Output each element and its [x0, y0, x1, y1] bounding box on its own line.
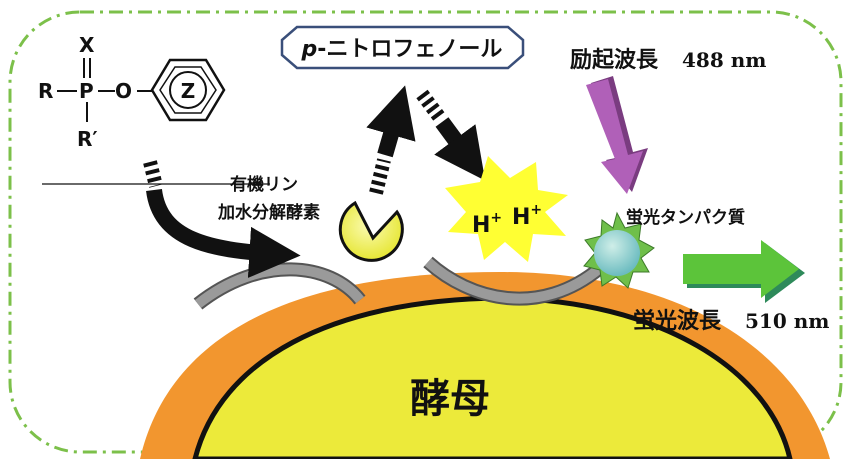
substrate-arrow [146, 188, 301, 278]
proton-arrow-dashes [416, 89, 446, 123]
frame-border [8, 10, 843, 454]
svg-text:p-ニトロフェノール: p-ニトロフェノール [301, 37, 503, 62]
fluorescent-protein [583, 211, 655, 289]
svg-text:蛍光波長: 蛍光波長 [633, 308, 722, 334]
svg-text:励起波長: 励起波長 [570, 48, 659, 73]
organophosphate-structure: X R P O R′ Z [38, 33, 226, 151]
anchor-curve-right-inner [424, 258, 604, 304]
enzyme-shape [338, 200, 404, 262]
atom-r-prime: R′ [77, 127, 98, 151]
product-arrow [366, 85, 416, 158]
atom-x: X [79, 33, 95, 57]
svg-text:H+: H+ [512, 202, 542, 230]
atom-o: O [115, 79, 132, 103]
proton-charge-2: + [530, 202, 542, 218]
ring-substituent: Z [181, 79, 196, 103]
excitation-label: 励起波長 [570, 48, 659, 73]
emission-value: 510 nm [745, 309, 829, 333]
product-box: p-ニトロフェノール [280, 25, 525, 70]
enzyme-label-line2: 加水分解酵素 [217, 202, 320, 223]
proton-h1: H [472, 213, 490, 238]
emission-arrow [683, 240, 799, 298]
atom-p: P [79, 79, 94, 103]
proton-h2: H [512, 205, 530, 230]
yeast-label: 酵母 [410, 376, 490, 422]
proton-burst [445, 156, 568, 262]
enzyme-label-line1: 有機リン [230, 174, 298, 195]
svg-text:H+: H+ [472, 210, 502, 238]
substrate-arrow-dashes [143, 160, 163, 188]
benzene-ring [150, 58, 226, 122]
product-italic-prefix: p [301, 37, 318, 62]
excitation-arrow [586, 79, 643, 194]
atom-r: R [38, 79, 53, 103]
emission-label: 蛍光波長 [633, 308, 722, 334]
product-label: -ニトロフェノール [317, 37, 502, 62]
proton-charge-1: + [490, 210, 502, 226]
excitation-value: 488 nm [682, 48, 766, 72]
fluorescent-protein-label: 蛍光タンパク質 [626, 207, 745, 228]
proton-arrow [434, 117, 486, 181]
product-arrow-dashes [369, 158, 391, 195]
